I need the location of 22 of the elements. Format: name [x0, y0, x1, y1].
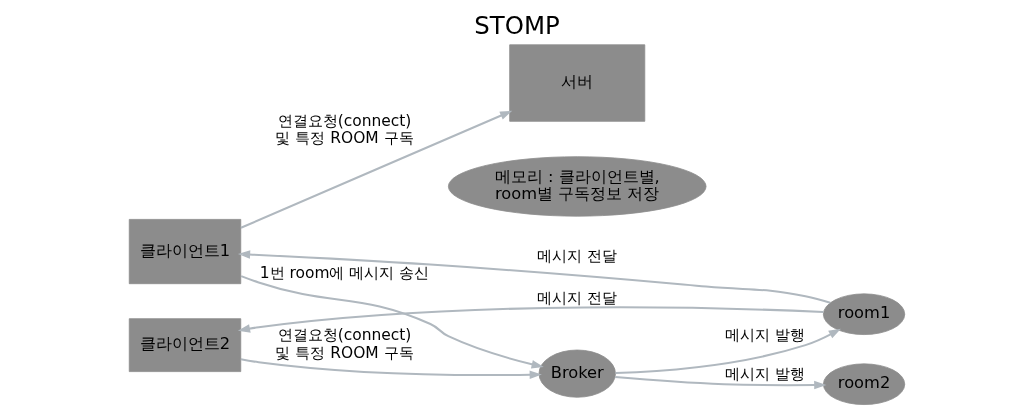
node-box: 클라이언트2 [128, 318, 241, 372]
edge-label: 메시지 전달 [536, 288, 617, 307]
arrow [237, 250, 830, 304]
node-ellipse: Broker [538, 349, 616, 398]
node-ellipse: room1 [822, 293, 905, 335]
diagram-title: STOMP [473, 11, 560, 41]
arrow [614, 376, 826, 390]
node-box: 서버 [508, 44, 645, 122]
arrow [240, 275, 544, 369]
edge-label: 1번 room에 메시지 송신 [259, 263, 429, 282]
edge-label: 메시지 발행 [724, 365, 805, 384]
node-ellipse: room2 [822, 363, 905, 405]
edge-label: 메시지 전달 [536, 247, 617, 266]
edge-label: 연결요청(connect) 및 특정 ROOM 구독 [274, 111, 414, 147]
arrow [237, 306, 823, 333]
edge-label: 연결요청(connect) 및 특정 ROOM 구독 [274, 326, 414, 362]
node-ellipse: 메모리 : 클라이언트별, room별 구독정보 저장 [447, 156, 706, 217]
arrow [240, 110, 512, 229]
edge-label: 메시지 발행 [724, 326, 805, 345]
node-box: 클라이언트1 [128, 219, 241, 285]
arrow [240, 358, 542, 380]
arrow [615, 328, 841, 375]
